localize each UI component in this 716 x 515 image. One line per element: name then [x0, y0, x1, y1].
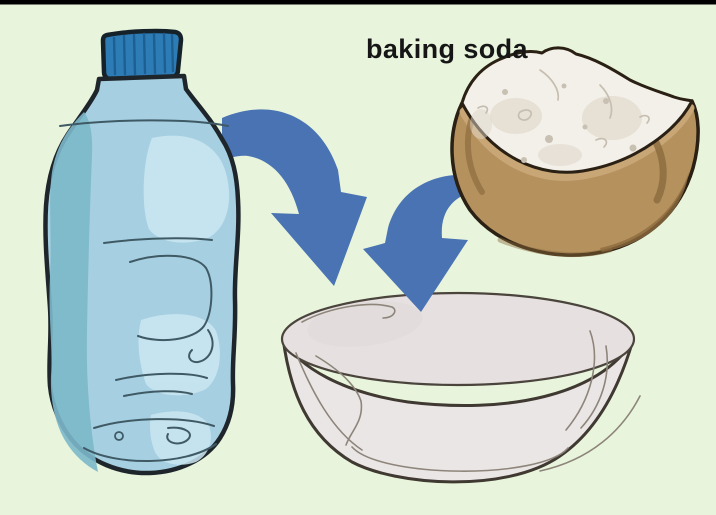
mixing-bowl-body — [281, 336, 635, 484]
bottle-cap-ridges — [112, 32, 175, 76]
powder-texture — [470, 69, 650, 166]
bottle-squiggle — [188, 329, 214, 364]
bottle-line-mid — [103, 237, 213, 244]
mixing-bowl — [280, 291, 641, 484]
bottle-base-arc — [93, 418, 215, 429]
mixing-bowl-sketch-left — [295, 352, 363, 451]
baking-soda-powder — [460, 46, 694, 174]
mixing-bowl-sketch-base — [539, 395, 641, 472]
mixing-bowl-sketch-right2 — [580, 345, 609, 429]
baking-soda-label: baking soda — [366, 34, 528, 64]
bottle-label-outline — [129, 254, 213, 342]
letterbox-bar — [0, 0, 716, 5]
baking-soda-bowl — [450, 46, 700, 258]
wooden-bowl-shade-base — [497, 237, 613, 258]
water-bottle — [43, 28, 241, 476]
arrow-bottle-to-bowl — [222, 109, 367, 287]
arrows — [222, 109, 478, 312]
arrow-soda-to-bowl — [363, 174, 478, 312]
mixing-bowl-sketch-right — [565, 330, 596, 431]
bottle-line-low1 — [115, 372, 208, 381]
mixing-bowl-sketch-swirl — [301, 303, 396, 323]
bottle-line-low2 — [123, 390, 193, 397]
bottle-base-inner — [83, 443, 217, 462]
mixing-bowl-sketch-left2 — [315, 355, 363, 446]
bottle-base-dot — [114, 431, 124, 441]
bottle-highlights — [138, 135, 230, 465]
wooden-bowl-shade-bottom — [600, 172, 689, 252]
water-line — [59, 119, 229, 127]
wooden-bowl-rim-highlight — [459, 103, 695, 181]
mixing-bowl-sketch-bottom — [351, 446, 569, 472]
bottle-shade — [49, 112, 98, 472]
bottle-base-hook — [166, 426, 191, 445]
